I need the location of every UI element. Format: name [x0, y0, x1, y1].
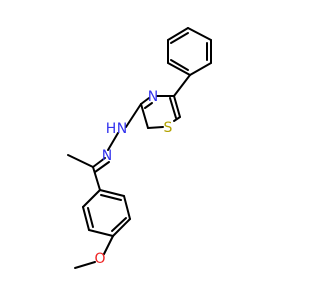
molecule-diagram: N S H N N O — [67, 27, 212, 269]
bond — [82, 189, 101, 208]
bond — [112, 218, 131, 237]
bond — [111, 217, 127, 232]
bond — [67, 154, 94, 168]
bond — [140, 103, 149, 129]
bond — [140, 97, 150, 105]
bond — [169, 97, 177, 119]
bond — [173, 74, 191, 97]
bond — [189, 62, 212, 76]
atom-label-s-thiazole: S — [164, 120, 173, 136]
bond — [187, 27, 212, 41]
bond — [100, 194, 122, 201]
bond — [92, 166, 101, 191]
bond — [88, 229, 114, 237]
bond — [99, 189, 125, 197]
bond — [170, 59, 189, 71]
bond — [144, 102, 153, 109]
bond — [103, 235, 114, 255]
bond — [147, 126, 164, 129]
bond — [173, 95, 181, 118]
bond — [87, 207, 94, 228]
atom-label-n-thiazole: N — [148, 89, 158, 105]
bond — [167, 27, 189, 41]
bond — [125, 103, 142, 128]
bond — [74, 261, 96, 269]
atom-label-n-upper: N — [117, 121, 127, 137]
atom-label-h: H — [106, 121, 117, 137]
bond — [173, 116, 181, 122]
bond — [92, 157, 106, 168]
bond — [82, 206, 90, 231]
bond — [94, 161, 110, 173]
bond — [170, 32, 189, 44]
atom-label-n-lower: N — [102, 148, 112, 164]
atom-labels: N S H N N O — [94, 89, 172, 267]
bond — [123, 195, 131, 220]
bonds — [67, 27, 212, 269]
bond — [167, 62, 191, 76]
atom-label-o: O — [94, 251, 105, 267]
bond — [107, 132, 119, 151]
